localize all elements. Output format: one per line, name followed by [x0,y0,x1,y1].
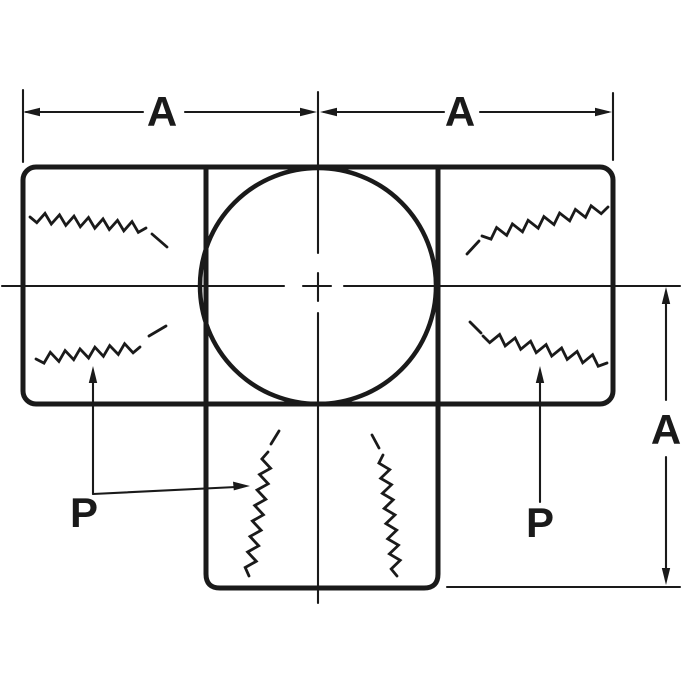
thread-zigzag-branch-left [243,450,273,578]
arrowhead-up [88,366,98,383]
port-label-p-right: P [526,499,554,546]
dimension-line-top [23,107,612,117]
arrowhead-down [661,568,671,585]
thread-zigzag-lower-right [481,332,609,368]
thread-dash-branch-left [269,429,281,446]
thread-zigzag-lower-left [34,341,142,365]
arrowhead-right [300,107,317,117]
thread-dash-branch-right [370,433,381,450]
port-label-p-left: P [70,489,98,536]
dim-label-a-top-right: A [445,88,475,135]
thread-dash-upper-right [465,239,481,256]
dim-label-a-top-left: A [147,88,177,135]
arrowhead-left [23,107,40,117]
arrowhead-up [661,287,671,304]
thread-zigzag-upper-right [480,203,610,241]
thread-dash-upper-left [150,232,169,249]
leader-port-left [88,366,250,496]
arrowhead-up [535,366,545,383]
tee-branch-outline [203,164,441,591]
arrowhead-right [233,481,250,491]
leader-port-right [535,366,545,504]
thread-zigzag-branch-right [377,453,403,578]
dimension-line-right [661,287,671,585]
dim-label-a-right: A [651,406,681,453]
thread-zigzag-upper-left [28,211,148,235]
arrowhead-left [320,107,337,117]
thread-dash-lower-left [147,324,168,338]
thread-dash-lower-right [468,320,483,335]
arrowhead-right [595,107,612,117]
